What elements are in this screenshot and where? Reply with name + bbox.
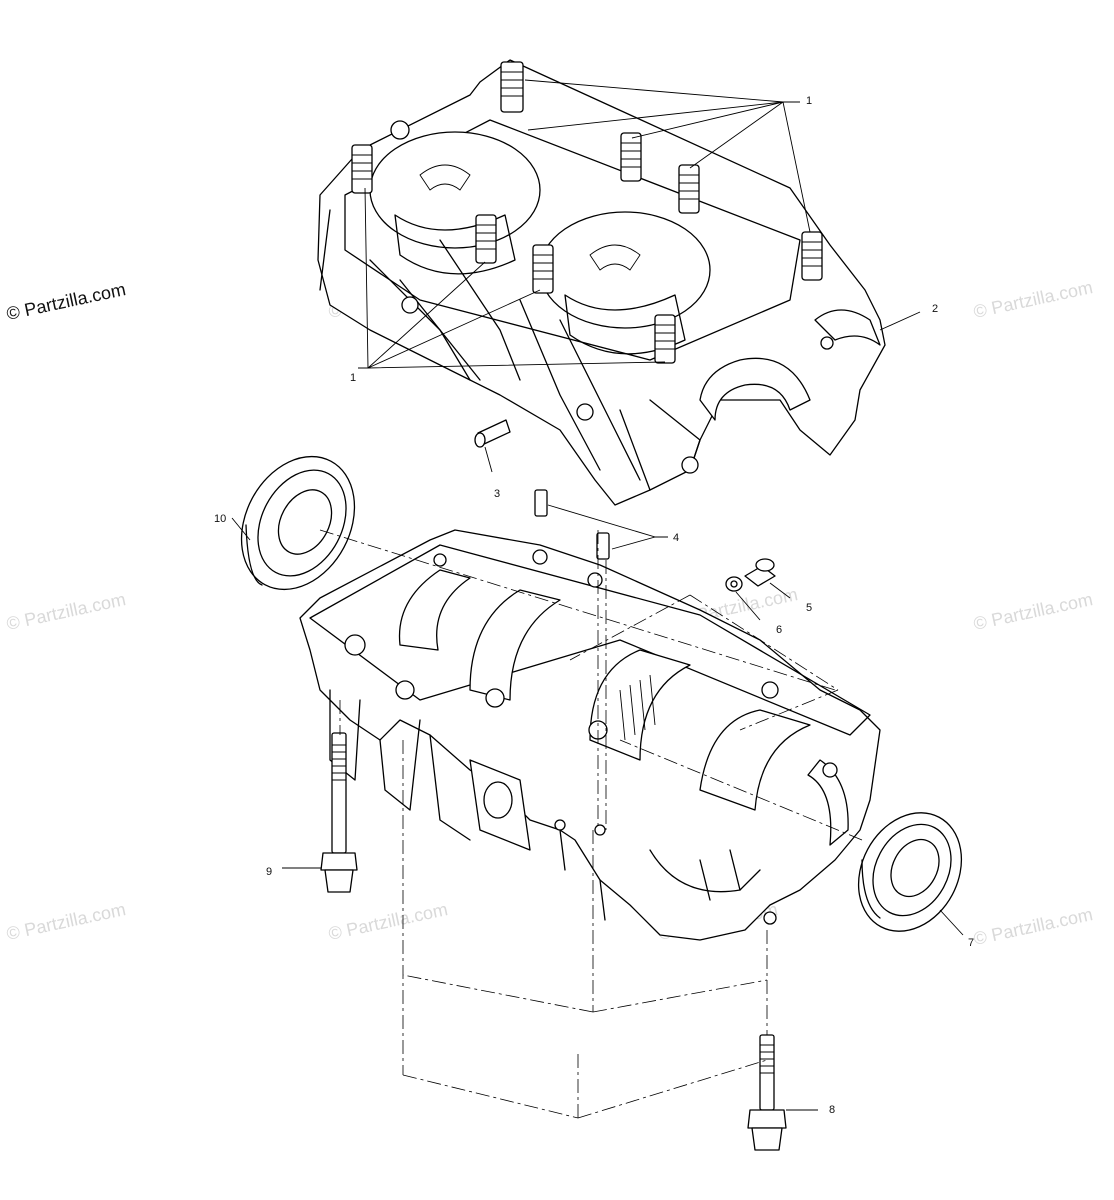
callout-label: 3 <box>494 488 500 500</box>
watermark-main: © Partzilla.com <box>5 279 128 324</box>
watermark-text: © Partzilla.com <box>972 277 1095 322</box>
part-5-bolt: 5 <box>744 558 812 614</box>
part-8-bolt: 8 <box>747 1034 835 1151</box>
callout-2: 2 <box>879 303 938 331</box>
part-3-dowel-pin: 3 <box>474 419 511 500</box>
part-10-oil-seal: 10 <box>214 455 356 591</box>
lower-crankcase <box>299 529 881 941</box>
callout-label: 4 <box>673 532 679 544</box>
watermark-text: © Partzilla.com <box>972 589 1095 634</box>
watermark-text: © Partzilla.com <box>5 589 128 634</box>
watermark-text: © Partzilla.com <box>5 899 128 944</box>
callout-label: 1 <box>806 95 812 107</box>
callout-label: 1 <box>350 372 356 384</box>
upper-crankcase <box>317 59 886 506</box>
callout-1-bottom: 1 <box>350 187 666 384</box>
watermark-text: © Partzilla.com <box>972 904 1095 949</box>
callout-label: 10 <box>214 513 226 525</box>
callout-label: 8 <box>829 1104 835 1116</box>
callout-label: 5 <box>806 602 812 614</box>
alignment-lines <box>319 529 863 1119</box>
part-6-washer: 6 <box>725 576 782 636</box>
callout-label: 6 <box>776 624 782 636</box>
part-9-bolt: 9 <box>266 732 358 893</box>
callout-label: 7 <box>968 937 974 949</box>
cylinder-studs <box>351 61 823 364</box>
callout-label: 9 <box>266 866 272 878</box>
watermark-text: © Partzilla.com <box>327 899 450 944</box>
callout-label: 2 <box>932 303 938 315</box>
callout-1-top: 1 <box>524 79 812 233</box>
part-4-dowels: 4 <box>534 489 679 560</box>
part-7-oil-seal: 7 <box>857 812 974 949</box>
